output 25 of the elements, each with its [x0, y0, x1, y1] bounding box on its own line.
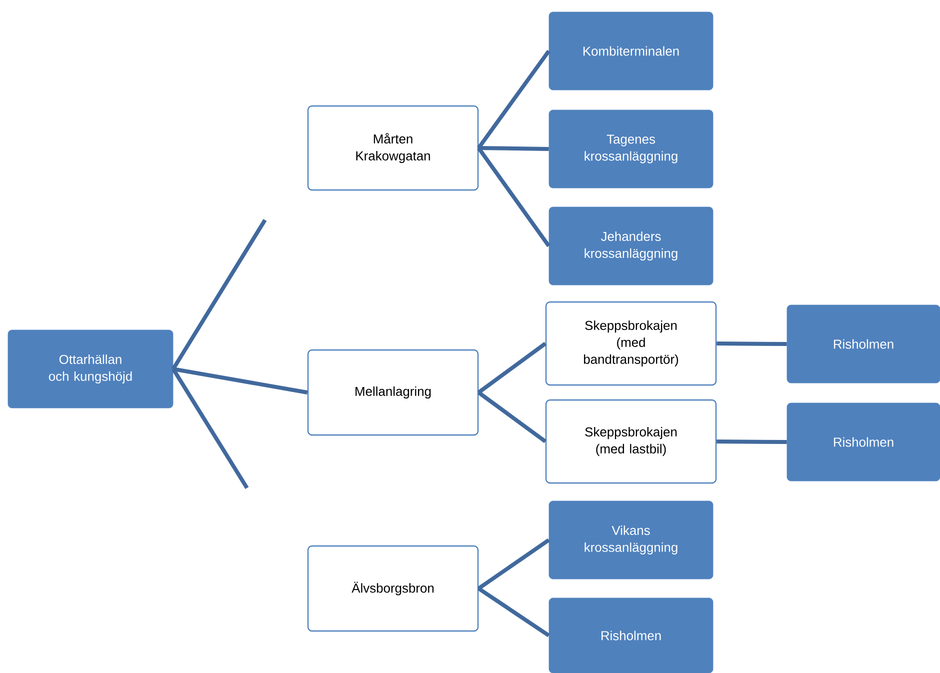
location-box: Kombiterminalen [548, 12, 714, 90]
location-box: Älvsborgsbron [307, 545, 479, 632]
location-box: Ottarhällan och kungshöjd [8, 330, 174, 408]
connector-line [477, 342, 547, 394]
connector-line [476, 50, 550, 150]
location-box: Risholmen [786, 304, 940, 384]
connector-line [172, 218, 267, 370]
connector-line [716, 440, 787, 444]
connector-line [477, 538, 550, 590]
location-box: Risholmen [786, 402, 940, 482]
connector-line [476, 146, 550, 248]
connector-line [478, 586, 550, 638]
connector-line [172, 368, 249, 490]
location-box: Risholmen [548, 598, 714, 673]
connector-line [478, 146, 549, 151]
connector-line [716, 342, 787, 346]
location-box: Jehanders krossanläggning [548, 206, 714, 286]
connector-line [477, 390, 547, 444]
location-box: Mellanlagring [307, 349, 479, 436]
connector-line [172, 367, 308, 394]
location-box: Mårten Krakowgatan [307, 105, 479, 191]
location-box: Skeppsbrokajen (med lastbil) [545, 399, 717, 484]
location-box: Vikans krossanläggning [548, 500, 714, 580]
location-box: Skeppsbrokajen (med bandtransportör) [545, 301, 717, 386]
location-box: Tagenes krossanläggning [548, 110, 714, 188]
